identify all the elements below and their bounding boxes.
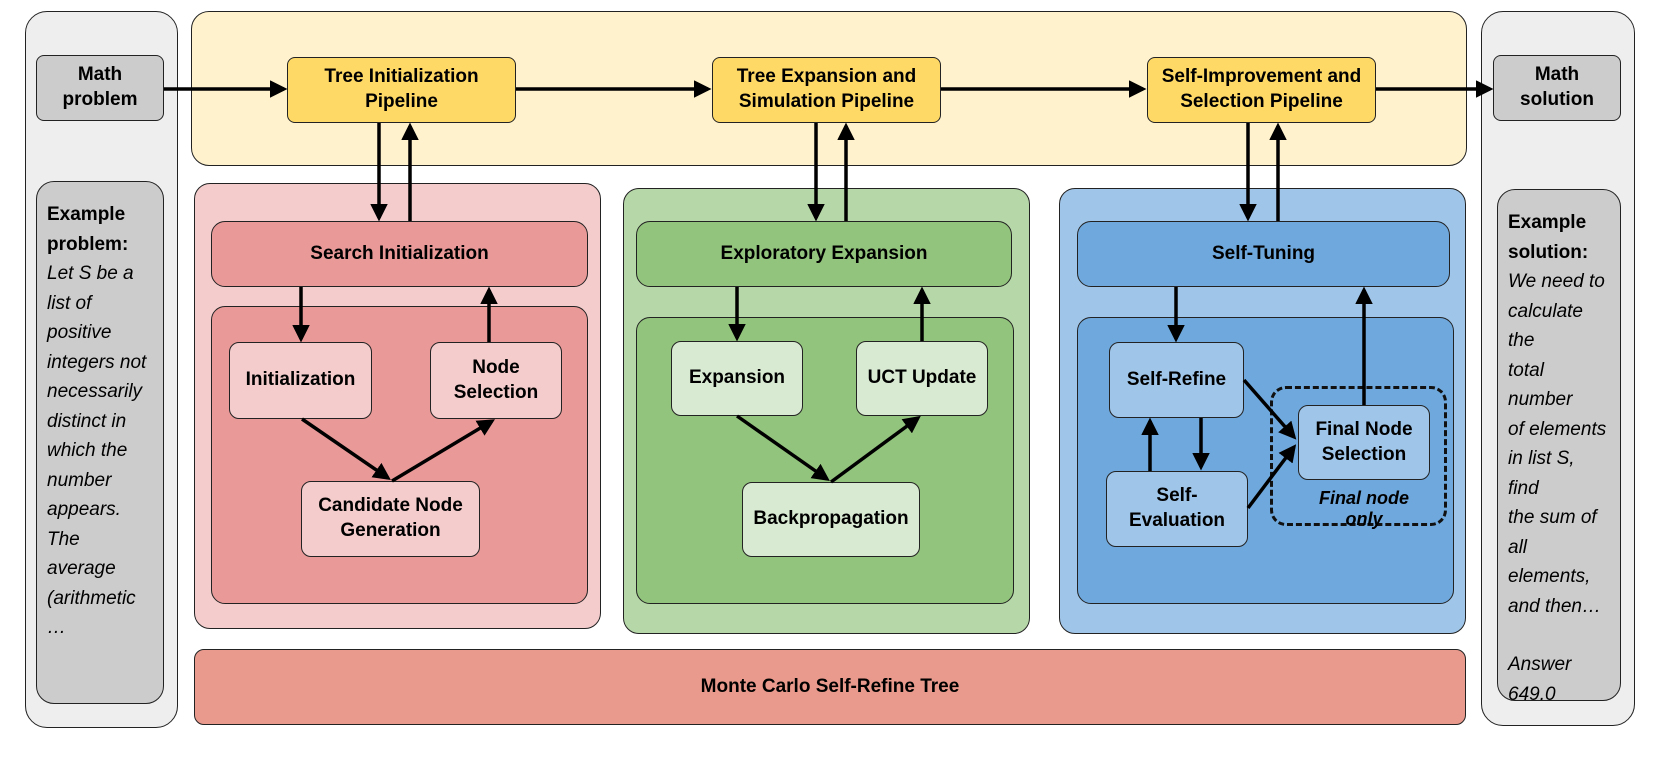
math-solution-line-2: solution: [1520, 89, 1594, 110]
example-problem-line: The average: [47, 528, 116, 580]
example-problem-line: which the: [47, 440, 128, 461]
example-problem-line: (arithmetic: [47, 587, 136, 609]
example-problem-heading-1: Example: [47, 204, 126, 225]
example-solution-line: [1508, 621, 1610, 650]
exploratory-expansion-label: Exploratory Expansion: [720, 242, 928, 264]
math-problem-line-1: Math: [77, 64, 123, 86]
pipeline-3-line-2: Selection Pipeline: [1180, 91, 1343, 112]
pipeline-1-line-1: Tree Initialization: [324, 66, 479, 88]
self-evaluation-line-1: Self-: [1156, 485, 1198, 507]
example-problem-line: necessarily: [47, 381, 143, 402]
search-initialization-header: Search Initialization: [211, 221, 588, 287]
math-solution-box: Math solution: [1493, 55, 1621, 121]
example-solution-line: calculate the: [1508, 300, 1583, 352]
example-solution-line: We need to: [1508, 271, 1605, 292]
example-solution-line: the sum of: [1508, 507, 1597, 528]
example-solution-box: Example solution: We need to calculate t…: [1497, 189, 1621, 705]
example-problem-heading-2: problem:: [47, 233, 129, 255]
example-solution-answer-label: Answer: [1508, 654, 1572, 675]
final-node-line-1: Final Node: [1315, 418, 1413, 440]
example-problem-line: list of: [47, 292, 92, 314]
uct-update-label: UCT Update: [867, 367, 977, 389]
initialization-node: Initialization: [229, 342, 372, 419]
search-initialization-label: Search Initialization: [310, 242, 489, 264]
example-solution-line: of elements: [1508, 418, 1607, 440]
example-solution-line: total number: [1508, 359, 1573, 411]
example-problem-line: number: [47, 469, 112, 491]
backpropagation-label: Backpropagation: [753, 508, 909, 530]
example-problem-line: distinct in: [47, 410, 127, 432]
initialization-label: Initialization: [245, 369, 356, 391]
pipeline-3-line-1: Self-Improvement and: [1161, 66, 1362, 88]
example-solution-line: all elements,: [1508, 536, 1591, 588]
math-solution-line-1: Math: [1534, 64, 1580, 86]
self-evaluation-line-2: Evaluation: [1128, 510, 1226, 531]
expansion-label: Expansion: [688, 367, 786, 389]
final-node-line-2: Selection: [1321, 443, 1407, 465]
monte-carlo-footer: Monte Carlo Self-Refine Tree: [194, 649, 1466, 725]
node-selection-line-2: Selection: [453, 381, 539, 403]
candidate-line-2: Generation: [340, 520, 441, 541]
example-solution-line: and then…: [1508, 595, 1601, 617]
exploratory-expansion-header: Exploratory Expansion: [636, 221, 1012, 287]
example-problem-line: Let S be a: [47, 263, 134, 284]
example-problem-line: integers not: [47, 351, 147, 373]
self-evaluation-node: Self- Evaluation: [1106, 471, 1248, 547]
expansion-node: Expansion: [671, 341, 803, 416]
example-problem-box: Example problem: Let S be a list of posi…: [36, 181, 164, 704]
example-problem-line: positive: [47, 322, 112, 343]
example-solution-line: in list S, find: [1508, 448, 1575, 499]
pipeline-2-line-2: Simulation Pipeline: [738, 91, 915, 112]
example-solution-answer-value: 649.0: [1508, 683, 1556, 705]
pipeline-1-line-2: Pipeline: [365, 91, 438, 112]
example-problem-line: appears.: [47, 499, 121, 520]
example-solution-heading-2: solution:: [1508, 241, 1589, 263]
monte-carlo-label: Monte Carlo Self-Refine Tree: [700, 675, 960, 697]
candidate-line-1: Candidate Node: [318, 495, 463, 517]
math-problem-box: Math problem: [36, 55, 164, 121]
node-selection-line-1: Node: [472, 356, 520, 378]
self-tuning-label: Self-Tuning: [1211, 242, 1316, 264]
final-node-only-note: Final node only: [1319, 488, 1409, 529]
pipeline-2-line-1: Tree Expansion and: [736, 66, 917, 88]
example-solution-heading-1: Example: [1508, 212, 1587, 233]
self-tuning-header: Self-Tuning: [1077, 221, 1450, 287]
uct-update-node: UCT Update: [856, 341, 988, 416]
self-refine-node: Self-Refine: [1109, 342, 1244, 418]
math-problem-line-2: problem: [62, 89, 138, 110]
self-refine-label: Self-Refine: [1126, 368, 1227, 390]
backpropagation-node: Backpropagation: [742, 482, 920, 557]
example-problem-line: …: [47, 617, 66, 638]
